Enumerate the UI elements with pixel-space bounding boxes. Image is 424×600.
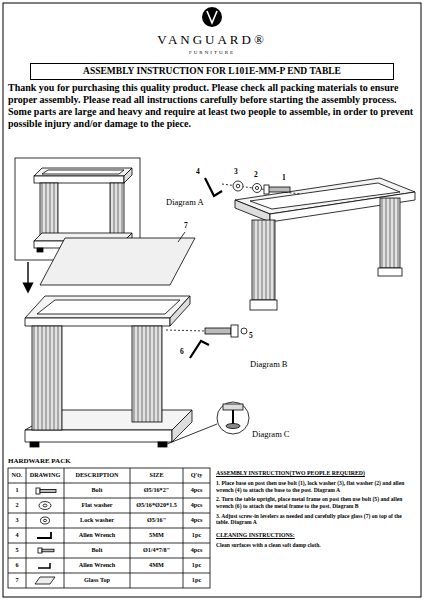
brand-tagline: FURNITURE [162, 50, 262, 56]
table-cell: 5MM [130, 528, 183, 543]
table-cell: 7 [8, 573, 26, 588]
table-cell: Flat washer [64, 498, 130, 513]
table-cell: Ø1/4*7/8" [130, 543, 183, 558]
table-cell: 5 [8, 543, 26, 558]
heading-box: ASSEMBLY INSTRUCTION FOR L101E-MM-P END … [30, 63, 394, 80]
page-border [3, 3, 421, 597]
table-cell: 4pcs [183, 543, 210, 558]
section-heading: CLEANING INSTRUCTIONS: [216, 532, 416, 539]
table-cell: Bolt [64, 483, 130, 498]
section-heading: ASSEMBLY INSTRUCTION(TWO PEOPLE REQUIRED… [216, 470, 416, 477]
instruction-column: ASSEMBLY INSTRUCTION(TWO PEOPLE REQUIRED… [216, 470, 416, 549]
callout-number: 7 [184, 222, 194, 231]
table-cell: 2 [8, 498, 26, 513]
brand-name: VANGUARD® [112, 33, 312, 48]
instruction-step: 2. Turn the table upright, place metal f… [216, 496, 416, 509]
intro-paragraph: Thank you for purchasing this quality pr… [8, 82, 418, 130]
table-cell: Ø5/16*2" [130, 483, 183, 498]
diagram-a-frame [205, 178, 415, 310]
table-cell: 4MM [130, 558, 183, 573]
table-cell: Allen Wrench [64, 528, 130, 543]
table-header: SIZE [130, 468, 183, 483]
table-cell: 3 [8, 513, 26, 528]
table-cell: 1pc [183, 558, 210, 573]
table-cell: 4pcs [183, 513, 210, 528]
instruction-step: 3. Adjust screw-in levelers as needed an… [216, 513, 416, 526]
callout-number: 1 [282, 174, 292, 183]
callout-number: 5 [249, 332, 259, 341]
table-cell: Ø5/16" [130, 513, 183, 528]
table-cell: Allen Wrench [64, 558, 130, 573]
instruction-step: 1. Place base on post then use bolt (1),… [216, 480, 416, 493]
table-cell: 1 [8, 483, 26, 498]
table-cell: Bolt [64, 543, 130, 558]
table-cell: Ø5/16*Ø20*1.5 [130, 498, 183, 513]
table-header: Q'ty [183, 468, 210, 483]
diagram-label: Diagram A [166, 198, 226, 208]
table-cell: 1pc [183, 573, 210, 588]
logo-mark [202, 7, 222, 27]
table-cell: 4pcs [183, 498, 210, 513]
callout-number: 4 [196, 168, 206, 177]
table-cell: 4pcs [183, 483, 210, 498]
callout-number: 6 [180, 348, 190, 357]
table-cell: 6 [8, 558, 26, 573]
hardware-icons [35, 488, 56, 584]
table-cell: Glass Top [64, 573, 130, 588]
diagram-label: Diagram B [250, 360, 310, 370]
instruction-step: Clean surfaces with a clean soft damp cl… [216, 542, 416, 549]
table-caption: HARDWARE PACK [8, 457, 128, 465]
callout-number: 3 [234, 168, 244, 177]
table-header: DESCRIPTION [64, 468, 130, 483]
callout-number: 2 [254, 171, 264, 180]
diagram-label: Diagram C [252, 430, 312, 440]
table-cell: Lock washer [64, 513, 130, 528]
table-header: DRAWING [26, 468, 64, 483]
diagram-b-bolt [166, 325, 247, 358]
diagram-c-leveler [167, 402, 249, 444]
hardware-table-grid [8, 468, 210, 588]
exploded-table [25, 232, 195, 447]
table-cell: 1pc [183, 528, 210, 543]
table-cell: 4 [8, 528, 26, 543]
table-header: NO. [8, 468, 26, 483]
